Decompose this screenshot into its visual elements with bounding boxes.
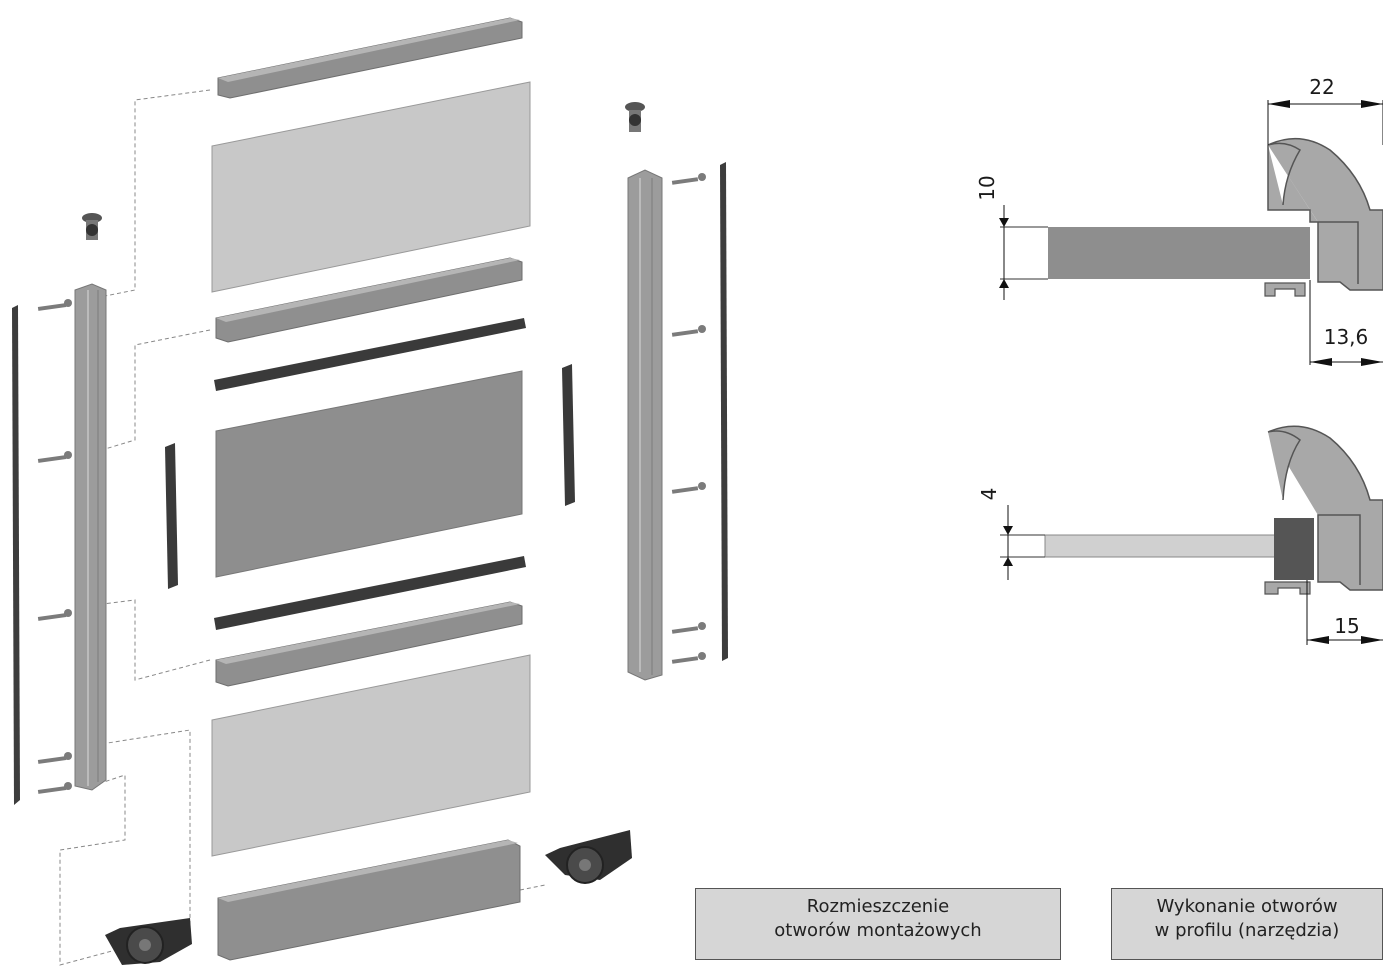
cross-section-thick [999, 100, 1383, 366]
screw [37, 752, 72, 764]
right-top-clip [625, 102, 645, 132]
bottom-rail [217, 839, 521, 961]
middle-panel [215, 370, 523, 578]
upper-middle-rail [215, 257, 523, 343]
profile-drilling-label-line1: Wykonanie otworów [1156, 896, 1338, 917]
dim-label-10: 10 [975, 175, 999, 200]
screw [37, 609, 72, 621]
middle-left-seal [165, 443, 178, 589]
left-frame-profile [74, 283, 107, 791]
roller-carriage-right [545, 830, 632, 884]
left-seal-strip [12, 305, 20, 805]
profile-drilling-tools-button[interactable]: Wykonanie otworów w profilu (narzędzia) [1111, 888, 1383, 960]
lower-seal-strip [214, 556, 526, 630]
screw [671, 325, 706, 337]
middle-right-seal [562, 364, 575, 506]
mounting-holes-label-line1: Rozmieszczenie [806, 896, 950, 917]
mounting-holes-button[interactable]: Rozmieszczenie otworów montażowych [695, 888, 1061, 960]
right-seal-strip [720, 162, 728, 661]
upper-seal-strip [214, 318, 526, 391]
bottom-panel [211, 654, 531, 857]
screw [37, 782, 72, 794]
top-panel [211, 81, 531, 293]
mounting-holes-label-line2: otworów montażowych [774, 920, 982, 941]
screw [671, 652, 706, 664]
roller-carriage-left [105, 918, 192, 965]
cross-section-thin [1000, 425, 1383, 645]
screw [37, 451, 72, 463]
screw [671, 482, 706, 494]
right-frame-profile [627, 169, 663, 681]
screw [37, 299, 72, 311]
left-top-clip [82, 213, 102, 240]
right-screws [671, 173, 706, 664]
dim-label-4: 4 [977, 488, 1001, 501]
dim-label-13-6: 13,6 [1324, 325, 1369, 349]
top-rail [217, 17, 523, 99]
profile-drilling-label-line2: w profilu (narzędzia) [1154, 920, 1340, 941]
dim-label-15: 15 [1334, 614, 1359, 638]
lower-middle-rail [215, 601, 523, 687]
screw [671, 622, 706, 634]
screw [671, 173, 706, 185]
connection-lines [59, 89, 546, 966]
left-screws [37, 299, 72, 794]
dim-label-22: 22 [1309, 75, 1334, 99]
